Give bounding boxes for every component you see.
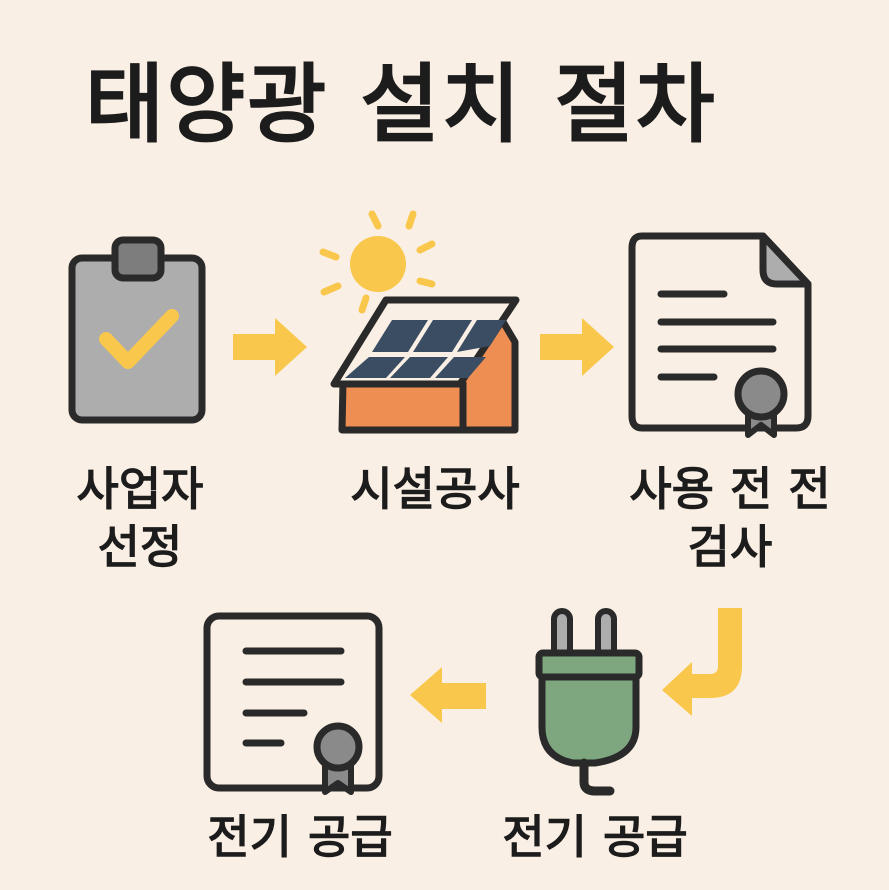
step-1-label: 사업자 선정 <box>50 460 230 576</box>
step-5-certificate-icon <box>203 612 383 797</box>
ribbon-seal-icon <box>734 367 788 438</box>
step-3-label-line1: 사용 전 전 <box>629 462 831 516</box>
step-4-label-line1: 전기 공급 <box>502 810 688 864</box>
diagram-title: 태양광 설치 절차 <box>85 55 717 155</box>
step-1-clipboard-check-icon <box>68 236 208 426</box>
ribbon-seal-icon <box>313 722 363 795</box>
step-1-label-line2: 선정 <box>97 520 183 574</box>
arrow-left-icon <box>408 667 486 727</box>
step-4-label: 전기 공급 <box>485 808 705 866</box>
arrow-right-icon <box>233 318 309 378</box>
step-2-label: 시설공사 <box>330 460 540 518</box>
arrow-curve-down-left-icon <box>660 608 750 738</box>
step-3-certificate-document-icon <box>628 232 813 442</box>
step-3-label: 사용 전 전 검사 <box>610 460 850 576</box>
step-1-label-line1: 사업자 <box>76 462 204 516</box>
sun-icon <box>319 210 436 314</box>
step-5-label-line1: 전기 공급 <box>207 810 393 864</box>
step-5-label: 전기 공급 <box>190 808 410 866</box>
step-2-solar-roof-house-icon <box>319 210 530 434</box>
step-3-label-line2: 검사 <box>687 520 773 574</box>
arrow-right-icon <box>540 318 616 378</box>
step-2-label-line1: 시설공사 <box>350 462 520 516</box>
step-4-power-plug-icon <box>535 607 645 796</box>
